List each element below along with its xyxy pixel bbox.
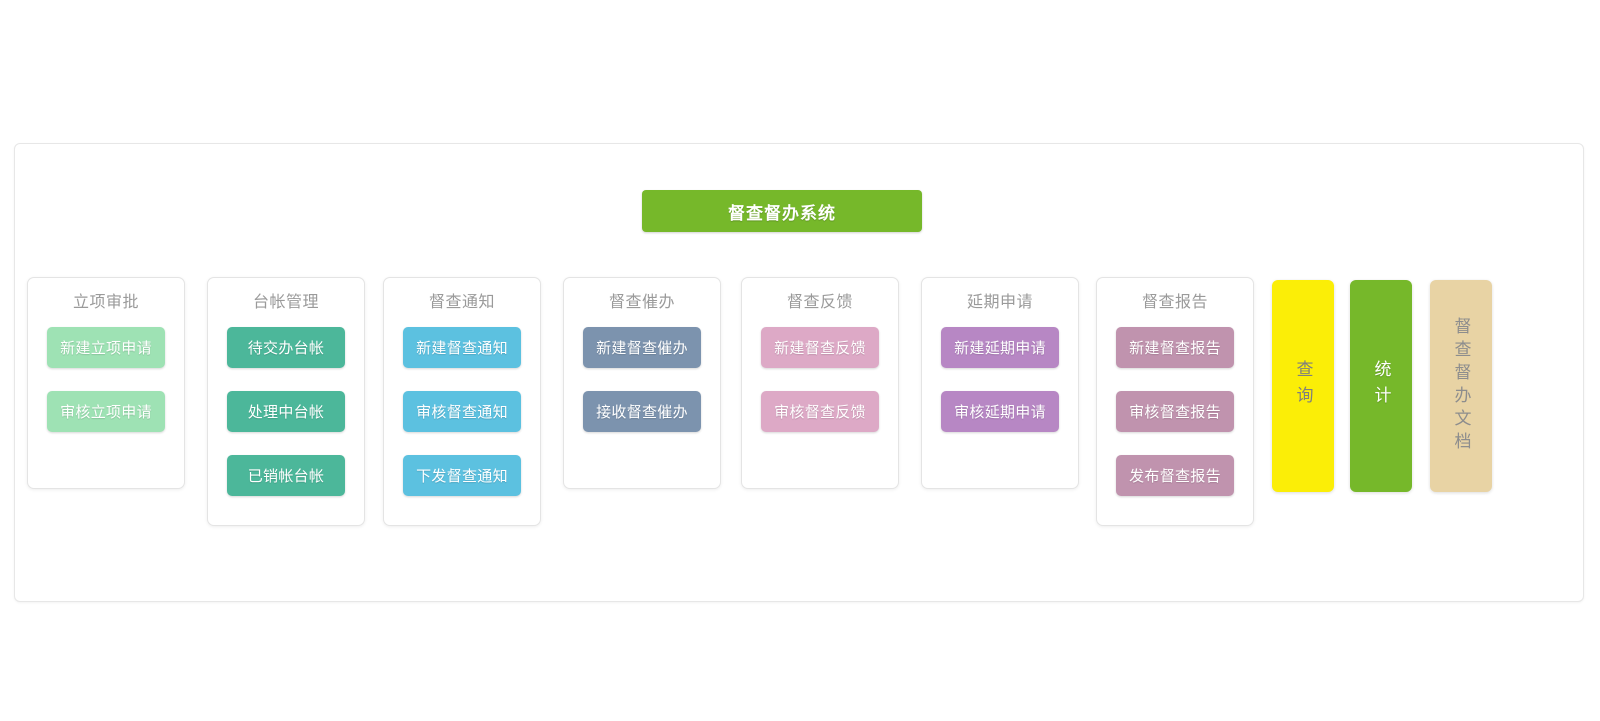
side-bar-tongji[interactable]: 统计 (1350, 280, 1412, 492)
button-jieshou-ducha-cuiban[interactable]: 接收督查催办 (583, 391, 701, 432)
module-card-ducha-tongzhi: 督查通知 新建督查通知 审核督查通知 下发督查通知 (383, 277, 541, 526)
button-xinjian-yanqi-shenqing[interactable]: 新建延期申请 (941, 327, 1059, 368)
button-xinjian-ducha-cuiban[interactable]: 新建督查催办 (583, 327, 701, 368)
button-xinjian-ducha-baogao[interactable]: 新建督查报告 (1116, 327, 1234, 368)
button-xiafa-ducha-tongzhi[interactable]: 下发督查通知 (403, 455, 521, 496)
module-buttons-taizhang-guanli: 待交办台帐 处理中台帐 已销帐台帐 (208, 327, 364, 496)
side-bar-ducha-duban-wendang-label: 督查督办文档 (1451, 317, 1471, 455)
button-shenhe-ducha-baogao[interactable]: 审核督查报告 (1116, 391, 1234, 432)
button-fabu-ducha-baogao[interactable]: 发布督查报告 (1116, 455, 1234, 496)
button-xinjian-ducha-tongzhi[interactable]: 新建督查通知 (403, 327, 521, 368)
side-bar-chaxun[interactable]: 查询 (1272, 280, 1334, 492)
module-card-ducha-baogao: 督查报告 新建督查报告 审核督查报告 发布督查报告 (1096, 277, 1254, 526)
module-buttons-ducha-tongzhi: 新建督查通知 审核督查通知 下发督查通知 (384, 327, 540, 496)
button-daijiaoban-taizhang[interactable]: 待交办台帐 (227, 327, 345, 368)
module-card-ducha-fankui: 督查反馈 新建督查反馈 审核督查反馈 (741, 277, 899, 489)
button-shenhe-ducha-fankui[interactable]: 审核督查反馈 (761, 391, 879, 432)
system-title-label: 督查督办系统 (728, 203, 836, 223)
module-header-ducha-baogao: 督查报告 (1141, 294, 1208, 311)
button-xinjian-lixiang-shenqing[interactable]: 新建立项申请 (47, 327, 165, 368)
module-card-lixiang-shenpi: 立项审批 新建立项申请 审核立项申请 (27, 277, 185, 489)
button-shenhe-yanqi-shenqing[interactable]: 审核延期申请 (941, 391, 1059, 432)
button-chulizhong-taizhang[interactable]: 处理中台帐 (227, 391, 345, 432)
side-bar-tongji-label: 统计 (1371, 360, 1391, 412)
module-header-yanqi-shenqing: 延期申请 (966, 294, 1033, 311)
module-card-yanqi-shenqing: 延期申请 新建延期申请 审核延期申请 (921, 277, 1079, 489)
button-shenhe-ducha-tongzhi[interactable]: 审核督查通知 (403, 391, 521, 432)
system-title-button[interactable]: 督查督办系统 (642, 190, 922, 232)
module-header-ducha-fankui: 督查反馈 (786, 294, 853, 311)
button-shenhe-lixiang-shenqing[interactable]: 审核立项申请 (47, 391, 165, 432)
module-buttons-lixiang-shenpi: 新建立项申请 审核立项申请 (28, 327, 184, 432)
side-bar-chaxun-label: 查询 (1293, 360, 1313, 412)
modules-row: 立项审批 新建立项申请 审核立项申请 台帐管理 待交办台帐 处理中台帐 已销帐台… (27, 277, 1507, 537)
module-buttons-ducha-baogao: 新建督查报告 审核督查报告 发布督查报告 (1097, 327, 1253, 496)
module-card-taizhang-guanli: 台帐管理 待交办台帐 处理中台帐 已销帐台帐 (207, 277, 365, 526)
module-header-ducha-tongzhi: 督查通知 (428, 294, 495, 311)
module-buttons-ducha-fankui: 新建督查反馈 审核督查反馈 (742, 327, 898, 432)
module-buttons-yanqi-shenqing: 新建延期申请 审核延期申请 (922, 327, 1078, 432)
button-yixiaozhang-taizhang[interactable]: 已销帐台帐 (227, 455, 345, 496)
module-buttons-ducha-cuiban: 新建督查催办 接收督查催办 (564, 327, 720, 432)
module-header-ducha-cuiban: 督查催办 (608, 294, 675, 311)
side-bar-ducha-duban-wendang[interactable]: 督查督办文档 (1430, 280, 1492, 492)
module-header-lixiang-shenpi: 立项审批 (72, 294, 139, 311)
module-card-ducha-cuiban: 督查催办 新建督查催办 接收督查催办 (563, 277, 721, 489)
button-xinjian-ducha-fankui[interactable]: 新建督查反馈 (761, 327, 879, 368)
module-header-taizhang-guanli: 台帐管理 (252, 294, 319, 311)
